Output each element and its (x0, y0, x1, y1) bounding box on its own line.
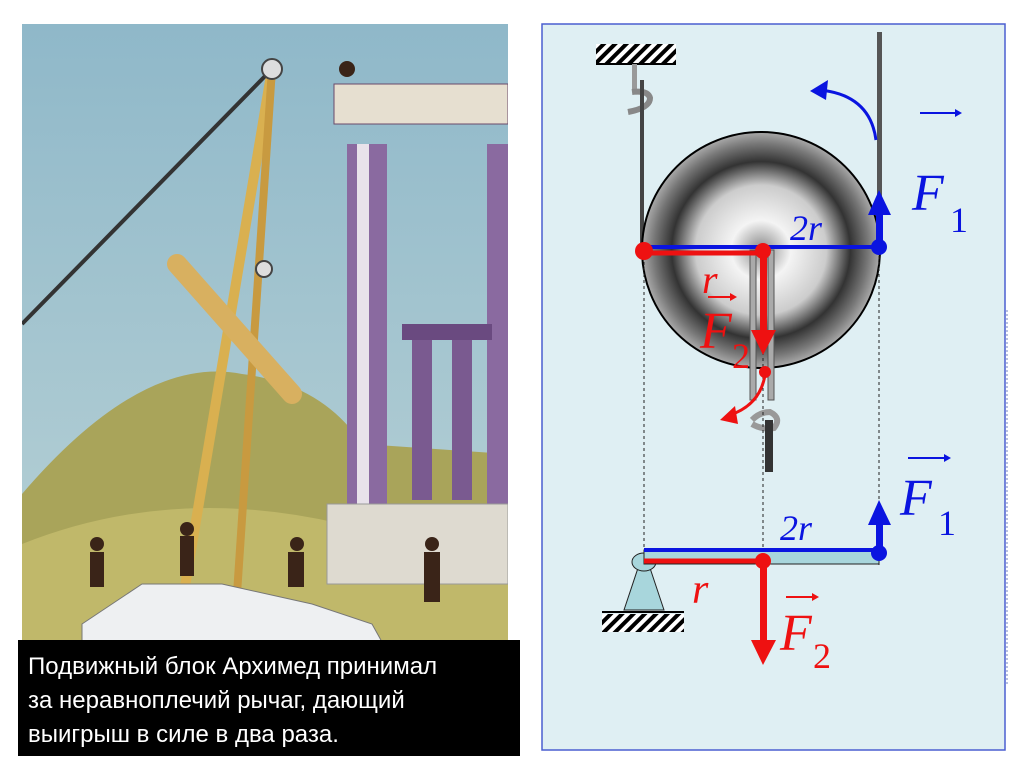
svg-text:2: 2 (732, 336, 750, 376)
archimedes-construction-painting (22, 24, 508, 642)
svg-text:F: F (911, 165, 945, 222)
caption-text: Подвижный блок Архимед принимал за нерав… (18, 640, 520, 756)
lever-f2-arrow (751, 561, 776, 665)
lever-f1-label: F 1 (899, 454, 956, 543)
caption-line: за неравноплечий рычаг, дающий (28, 687, 405, 714)
lever-support (602, 552, 684, 632)
svg-text:F: F (779, 605, 813, 662)
svg-text:F: F (699, 303, 733, 360)
lever-f1-arrow (868, 500, 891, 553)
svg-text:1: 1 (950, 200, 968, 240)
rope-right (877, 32, 882, 250)
lever-2r-label: 2r (780, 508, 813, 548)
svg-text:1: 1 (938, 503, 956, 543)
pulley-f1-label: F 1 (911, 109, 968, 240)
pulley-r-label: r (702, 257, 718, 302)
svg-text:F: F (899, 470, 933, 527)
rope-left (640, 80, 644, 250)
lever-r-label: r (692, 567, 709, 613)
caption-line: выигрыш в силе в два раза. (28, 721, 339, 748)
lever-f2-label: F 2 (779, 593, 831, 676)
caption-line: Подвижный блок Архимед принимал (28, 653, 438, 680)
pulley-f2-label: F 2 (699, 293, 750, 376)
pulley-2r-label: 2r (790, 208, 823, 248)
svg-text:2: 2 (813, 636, 831, 676)
rotation-arrow-blue (819, 88, 878, 141)
pulley-f1-arrow (868, 190, 891, 247)
pulley-f2-arrow (751, 253, 776, 355)
ceiling-support (596, 44, 676, 115)
